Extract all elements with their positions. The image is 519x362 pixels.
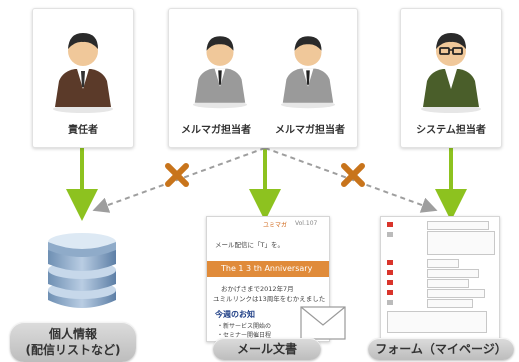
newsletter-intro: メール配信に「T」を。	[215, 241, 284, 249]
newsletter-banner: The 1 3 th Anniversary	[207, 261, 329, 277]
database-icon	[48, 233, 116, 308]
newsletter-vol: Vol.107	[295, 220, 318, 227]
newsletter-line2: ユミルリンクは13周年をむかえました	[213, 295, 326, 303]
cross-icon	[341, 163, 365, 187]
dashed-arrow-to-db	[92, 147, 266, 213]
envelope-icon	[300, 306, 346, 340]
cross-icon	[165, 163, 189, 187]
form-preview	[380, 216, 500, 342]
role-label: メルマガ担当者	[181, 125, 251, 136]
person-icon	[193, 36, 247, 109]
role-card-manager: 責任者	[32, 8, 134, 148]
newsletter-banner-text: The 1 3 th Anniversary	[221, 264, 313, 273]
role-label: メルマガ担当者	[275, 125, 345, 136]
newsletter-brand: ユミマガ	[263, 222, 288, 229]
person-icon	[421, 33, 481, 113]
person-icon	[53, 33, 113, 113]
person-icon	[281, 36, 335, 109]
role-label: 責任者	[68, 125, 98, 136]
newsletter-section-title: 今週のお知	[215, 310, 255, 319]
db-label-line1: 個人情報	[48, 327, 97, 341]
newsletter-line1: おかげさまで2012年7月	[221, 285, 294, 293]
db-label: 個人情報 (配信リストなど)	[10, 322, 136, 362]
newsletter-bullet2: ・セミナー開催日程	[217, 332, 272, 339]
newsletter-bullet1: ・新サービス開始の	[217, 323, 272, 330]
db-label-line2: (配信リストなど)	[25, 343, 121, 357]
mail-label: メール文書	[213, 338, 321, 360]
role-label: システム担当者	[416, 125, 486, 136]
role-card-newsletter: メルマガ担当者 メルマガ担当者	[168, 8, 358, 148]
role-card-system: システム担当者	[400, 8, 502, 148]
dashed-arrow-to-form	[264, 147, 438, 213]
form-label: フォーム（マイページ）	[368, 338, 514, 360]
